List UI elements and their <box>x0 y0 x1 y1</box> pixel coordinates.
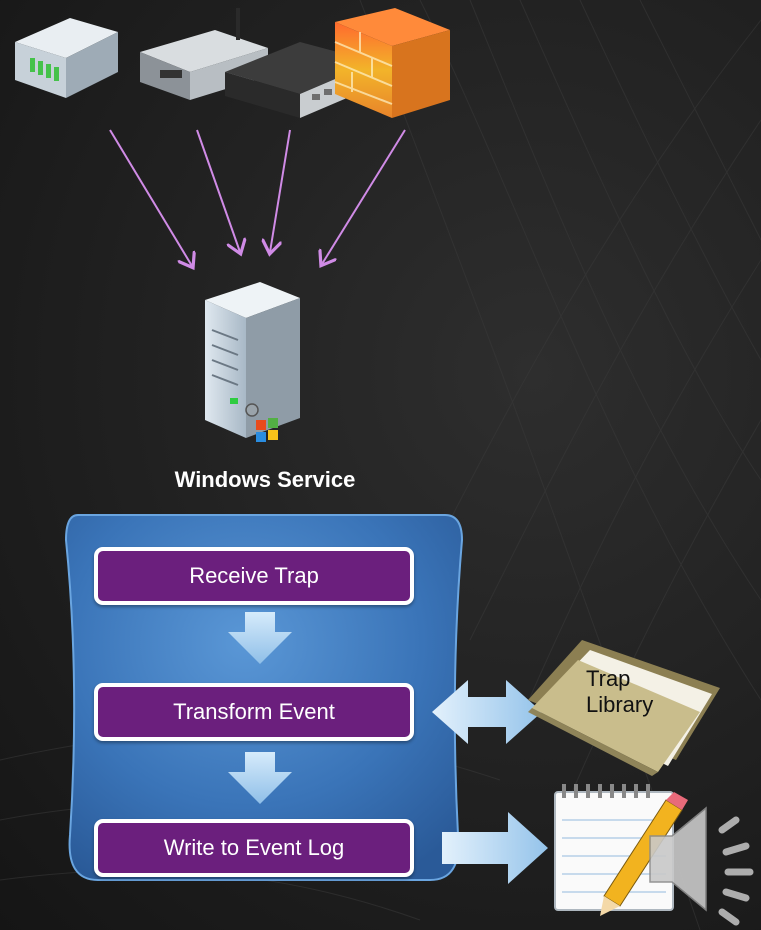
notepad-pencil-icon <box>554 784 688 916</box>
step-transform-event: Transform Event <box>94 683 414 741</box>
library-label: Trap Library <box>578 666 688 718</box>
double-arrow-library <box>432 680 542 744</box>
library-label-line1: Trap <box>586 666 631 691</box>
network-switch-icon <box>15 18 118 98</box>
library-label-line2: Library <box>586 692 654 717</box>
folder-icon <box>528 640 720 776</box>
arrow-to-event-log <box>442 812 548 884</box>
windows-server-icon <box>205 282 300 442</box>
flow-arrow-down-1 <box>228 612 292 664</box>
service-label: Windows Service <box>174 467 356 492</box>
windows-logo-icon <box>256 418 278 442</box>
speaker-icon <box>649 806 754 926</box>
connector-arrows <box>109 129 406 266</box>
step-receive-trap: Receive Trap <box>94 547 414 605</box>
step-write-event-log: Write to Event Log <box>94 819 414 877</box>
firewall-icon <box>334 8 450 118</box>
flow-arrow-down-2 <box>228 752 292 804</box>
